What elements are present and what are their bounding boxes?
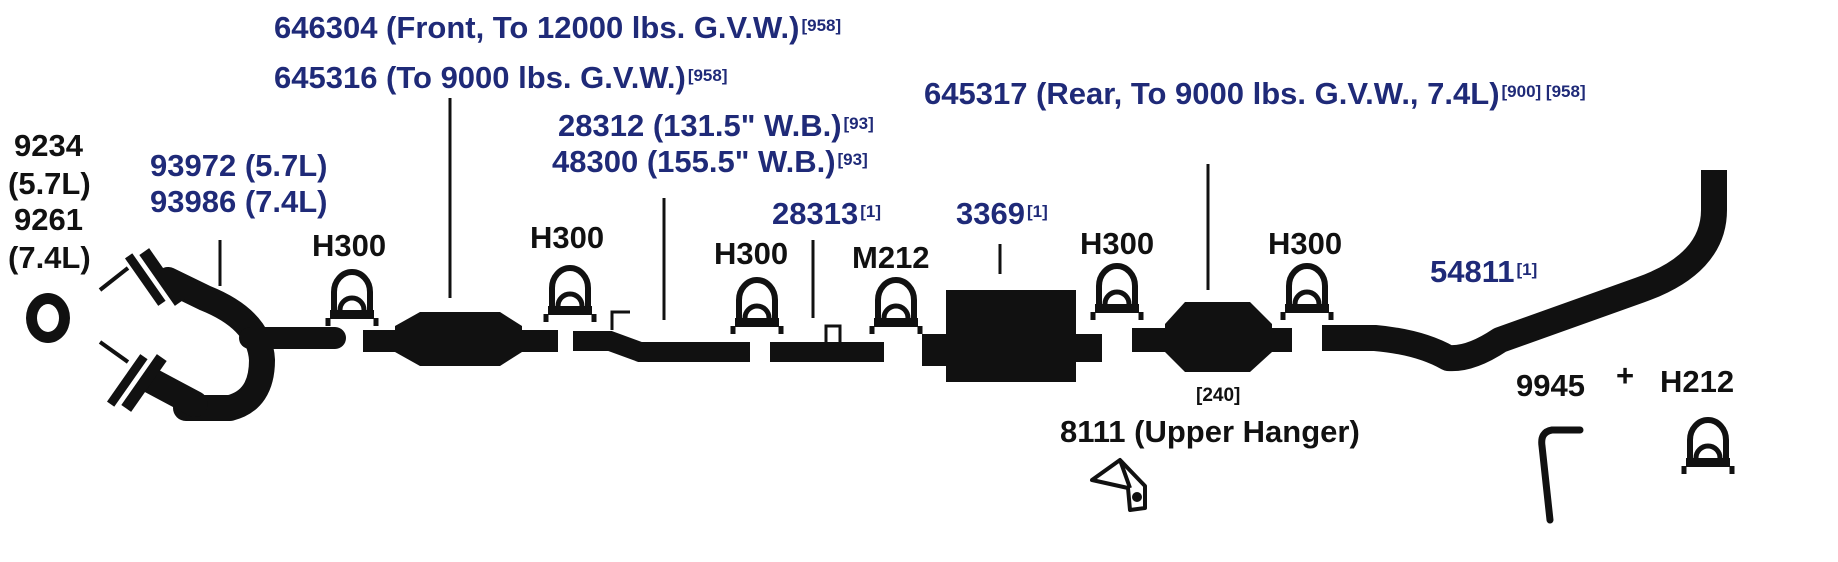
intermediate-pipe-28312	[573, 310, 750, 362]
y-pipe-flanges	[106, 247, 185, 413]
catalytic-converter-front	[363, 312, 558, 366]
label-h212: H212	[1660, 364, 1735, 399]
clamp-icon-h300-e	[1283, 266, 1331, 320]
clamp-icon-m212	[872, 280, 920, 334]
clamp-icon-h300-d	[1093, 266, 1141, 320]
label-28313: 28313[1]	[772, 196, 881, 231]
label-9945: 9945	[1516, 368, 1585, 403]
gasket-dashes	[98, 266, 130, 364]
label-h300-d: H300	[1080, 226, 1155, 261]
label-9234-engine: (5.7L)	[8, 166, 91, 201]
leader-lines	[218, 98, 1210, 320]
label-646304: 646304 (Front, To 12000 lbs. G.V.W.)[958…	[274, 10, 842, 45]
gasket-9234-9261	[26, 293, 70, 343]
label-645317: 645317 (Rear, To 9000 lbs. G.V.W., 7.4L)…	[924, 76, 1586, 111]
clamp-icon-h300-a	[328, 272, 376, 326]
clamp-icon-h300-b	[546, 268, 594, 322]
label-m212: M212	[852, 240, 930, 275]
label-9261-engine: (7.4L)	[8, 240, 91, 275]
label-93972: 93972 (5.7L)	[150, 148, 328, 183]
label-3369: 3369[1]	[956, 196, 1048, 231]
clamp-icon-h300-c	[733, 280, 781, 334]
label-8111: 8111 (Upper Hanger)	[1060, 414, 1360, 449]
label-9261: 9261	[14, 202, 83, 237]
clamp-icon-h212	[1684, 420, 1732, 474]
pipe-28313	[770, 324, 884, 362]
y-pipe-93972-93986	[137, 267, 346, 421]
label-645316: 645316 (To 9000 lbs. G.V.W.)[958]	[274, 60, 728, 95]
label-h300-b: H300	[530, 220, 605, 255]
label-9234: 9234	[14, 128, 83, 163]
note-240: [240]	[1196, 385, 1241, 406]
plus-sign: +	[1616, 358, 1635, 393]
label-h300-e: H300	[1268, 226, 1343, 261]
label-h300-a: H300	[312, 228, 387, 263]
catalytic-converter-rear	[1132, 302, 1292, 372]
muffler-3369	[922, 290, 1102, 382]
label-h300-c: H300	[714, 236, 789, 271]
tailpipe-54811	[1322, 170, 1727, 372]
label-93986: 93986 (7.4L)	[150, 184, 328, 219]
hanger-rod-9945	[1538, 426, 1584, 524]
label-54811: 54811[1]	[1430, 254, 1538, 289]
label-28312: 28312 (131.5" W.B.)[93]	[558, 108, 874, 143]
label-48300: 48300 (155.5" W.B.)[93]	[552, 144, 868, 179]
upper-hanger-icon-8111	[1090, 458, 1147, 512]
